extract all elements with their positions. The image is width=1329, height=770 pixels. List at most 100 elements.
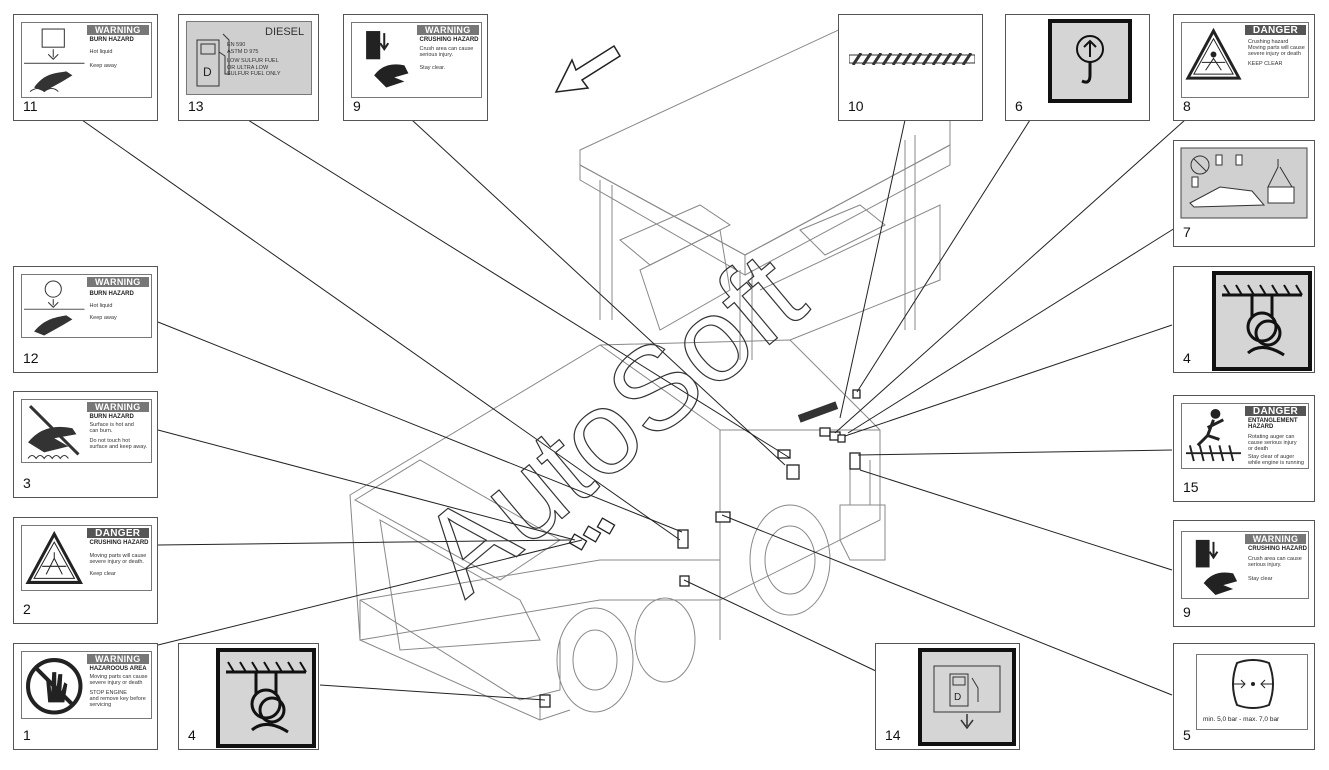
- callout-number: 5: [1183, 727, 1191, 743]
- callout-number: 9: [353, 98, 361, 114]
- decal-line: can burn.: [89, 428, 113, 434]
- decal-title: BURN HAZARD: [89, 414, 134, 420]
- crushing-hazard-decal: WARNING CRUSHING HAZARD Crush area can c…: [1181, 531, 1309, 599]
- decal-line: serious injury.: [1248, 562, 1282, 568]
- decal-line: Stay clear of auger: [1248, 454, 1295, 460]
- decal-line: Rotating auger can: [1248, 434, 1295, 440]
- decal-line: Keep away: [89, 315, 117, 321]
- decal-line: while engine is running: [1248, 460, 1304, 466]
- callout-12: WARNING BURN HAZARD Hot liquid Keep away…: [13, 266, 158, 373]
- danger-crushing-decal: DANGER Crushing hazard Moving parts will…: [1181, 22, 1309, 98]
- decal-line: servicing: [89, 702, 112, 708]
- signal-word: WARNING: [86, 25, 149, 35]
- callout-2: DANGER CRUSHING HAZARD Moving parts will…: [13, 517, 158, 624]
- decal-line: Keep clear: [89, 571, 116, 577]
- signal-word: WARNING: [416, 25, 479, 35]
- callout-10: 10: [838, 14, 983, 121]
- decal-line: Keep away: [89, 63, 117, 69]
- callout-number: 13: [188, 98, 204, 114]
- leader-lines: [81, 119, 1186, 701]
- decal-line: EN 590: [227, 42, 246, 48]
- callout-number: 9: [1183, 604, 1191, 620]
- decal-line: severe injury or death: [1248, 51, 1301, 57]
- diesel-decal: DIESEL EN 590 ASTM D 975 LOW SULFUR FUEL…: [186, 21, 312, 95]
- auger-entanglement-icon: [1185, 408, 1242, 462]
- callout-14: D 14: [875, 643, 1020, 750]
- callout-number: 12: [23, 350, 39, 366]
- hot-surface-icon: [27, 404, 80, 460]
- hazardous-area-decal: WARNING HAZAROOUS AREA Moving parts can …: [21, 651, 152, 719]
- callout-number: 7: [1183, 224, 1191, 240]
- decal-title: CRUSHING HAZARD: [419, 37, 479, 43]
- tire-pressure-decal: min. 5,0 bar - max. 7,0 bar: [1196, 654, 1308, 730]
- crushing-hand-icon: [1195, 539, 1238, 595]
- decal-title: BURN HAZARD: [89, 37, 134, 43]
- signal-word: DANGER: [1245, 25, 1306, 36]
- callout-15: DANGER ENTANGLEMENT HAZARD Rotating auge…: [1173, 395, 1315, 502]
- callout-13: DIESEL EN 590 ASTM D 975 LOW SULFUR FUEL…: [178, 14, 319, 121]
- burn-hazard-decal: WARNING BURN HAZARD Hot liquid Keep away: [21, 22, 152, 98]
- pressure-range-text: min. 5,0 bar - max. 7,0 bar: [1203, 716, 1280, 723]
- callout-number: 8: [1183, 98, 1191, 114]
- signal-word: WARNING: [86, 277, 149, 287]
- callout-5: min. 5,0 bar - max. 7,0 bar 5: [1173, 643, 1315, 750]
- callout-number: 4: [1183, 350, 1191, 366]
- callout-4-right: 4: [1173, 266, 1315, 373]
- decal-title: CRUSHING HAZARD: [1248, 546, 1307, 552]
- hot-surface-decal: WARNING BURN HAZARD Surface is hot and c…: [21, 399, 152, 463]
- fuel-badge: D: [203, 65, 212, 79]
- direction-arrow-icon: [554, 44, 622, 93]
- callout-7: 7: [1173, 140, 1315, 247]
- callout-number: 1: [23, 727, 31, 743]
- callout-number: 4: [188, 727, 196, 743]
- watermark: AutoSoft: [397, 228, 829, 620]
- callout-1: WARNING HAZAROOUS AREA Moving parts can …: [13, 643, 158, 750]
- decal-line: Do not touch hot: [89, 438, 130, 444]
- decal-line: Stay clear.: [419, 65, 446, 71]
- decal-line: Crush area can cause: [419, 46, 474, 52]
- decal-line: SULFUR FUEL ONLY: [227, 71, 281, 77]
- entanglement-icon: [1212, 271, 1312, 371]
- decal-line: severe injury or death: [89, 680, 143, 686]
- crushing-hand-icon: [366, 31, 409, 88]
- entanglement-icon: [216, 648, 316, 748]
- decal-line: Moving parts can cause: [89, 674, 148, 680]
- callout-9-right: WARNING CRUSHING HAZARD Crush area can c…: [1173, 520, 1315, 627]
- callout-3: WARNING BURN HAZARD Surface is hot and c…: [13, 391, 158, 498]
- callout-number: 10: [848, 98, 864, 114]
- decal-line: Hot liquid: [89, 49, 113, 55]
- hot-liquid-icon: [24, 28, 85, 93]
- no-entry-hand-icon: [26, 658, 83, 715]
- lifting-point-icon: [1048, 19, 1132, 103]
- hazard-stripe-decal: [849, 53, 975, 65]
- decal-line: Hot liquid: [89, 303, 113, 309]
- callout-number: 14: [885, 727, 901, 743]
- decal-line: KEEP CLEAR: [1248, 61, 1283, 67]
- transport-instructions-decal: [1180, 147, 1308, 219]
- decal-line: Moving parts will cause: [89, 553, 147, 559]
- decal-line: Crushing hazard: [1248, 39, 1289, 45]
- decal-line: severe injury or death.: [89, 559, 144, 565]
- decal-line: Stay clear: [1248, 576, 1273, 582]
- crushing-hazard-decal: WARNING CRUSHING HAZARD Crush area can c…: [351, 22, 482, 98]
- stripe-decal-marker: [797, 401, 839, 423]
- fuel-pump-icon: D: [196, 33, 230, 87]
- decal-line: LOW SULFUR FUEL: [227, 58, 279, 64]
- callout-number: 2: [23, 601, 31, 617]
- signal-word: WARNING: [1245, 534, 1306, 544]
- callout-number: 3: [23, 475, 31, 491]
- callout-number: 11: [23, 98, 38, 114]
- decal-line: surface and keep away.: [89, 444, 148, 450]
- burn-hazard-decal: WARNING BURN HAZARD Hot liquid Keep away: [21, 274, 152, 338]
- callout-9-top: WARNING CRUSHING HAZARD Crush area can c…: [343, 14, 488, 121]
- decal-title: HAZAROOUS AREA: [89, 666, 147, 672]
- callout-6: 6: [1005, 14, 1150, 121]
- decal-title: DIESEL: [265, 26, 305, 38]
- warning-triangle-icon: [25, 530, 84, 584]
- danger-crushing-decal: DANGER CRUSHING HAZARD Moving parts will…: [21, 525, 152, 591]
- tire-pressure-icon: [1232, 659, 1274, 709]
- signal-word: DANGER: [86, 528, 149, 539]
- signal-word: WARNING: [86, 402, 149, 412]
- decal-title: BURN HAZARD: [89, 291, 134, 297]
